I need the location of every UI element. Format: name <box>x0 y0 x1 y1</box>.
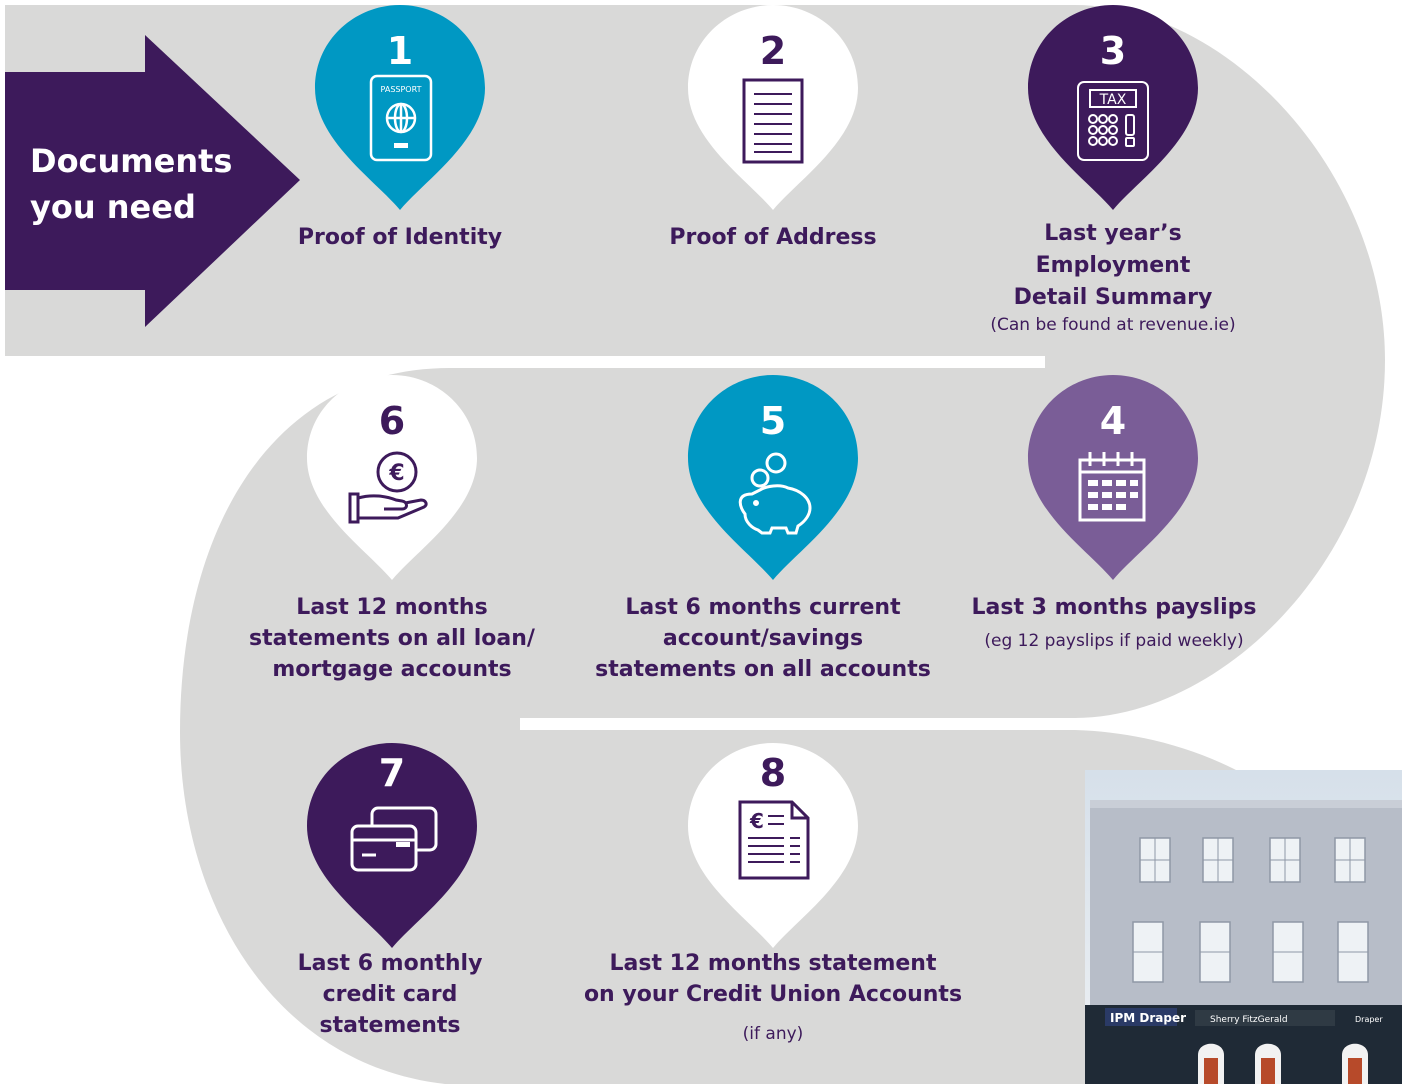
page-title-line-1: Documents <box>30 142 233 180</box>
pin-4 <box>1028 375 1198 580</box>
step-label-7-line-3: statements <box>319 1013 461 1038</box>
euro-statement-icon <box>738 800 810 880</box>
step-number-3: 3 <box>1099 29 1127 73</box>
step-label-4: Last 3 months payslips <box>971 595 1257 620</box>
step-number-5: 5 <box>759 399 787 443</box>
shop-sign-ipm-draper: IPM Draper <box>1110 1011 1186 1025</box>
step-number-8: 8 <box>759 751 787 795</box>
passport-icon-text: PASSPORT <box>381 85 422 94</box>
document-icon <box>742 78 804 164</box>
step-label-6: Last 12 months statements on all loan/ m… <box>222 592 562 685</box>
calendar-icon-grid <box>1088 480 1138 510</box>
step-label-6-line-2: statements on all loan/ <box>249 626 535 651</box>
step-label-3: Last year’s Employment Detail Summary <box>963 218 1263 314</box>
shop-sign-draper: Draper <box>1355 1015 1383 1024</box>
step-note-8: (if any) <box>742 1024 804 1044</box>
step-number-6: 6 <box>378 399 406 443</box>
step-label-7: Last 6 monthly credit card statements <box>240 948 540 1041</box>
step-number-7: 7 <box>378 751 406 795</box>
page-title-line-2: you need <box>30 188 196 226</box>
calendar-icon <box>1078 452 1146 522</box>
step-label-7-line-1: Last 6 monthly <box>297 951 483 976</box>
step-label-6-line-1: Last 12 months <box>296 595 488 620</box>
step-label-2: Proof of Address <box>669 225 877 250</box>
euro-coin-symbol: € <box>388 461 404 486</box>
step-number-1: 1 <box>386 29 414 73</box>
step-number-2: 2 <box>759 29 787 73</box>
shop-sign-sherry-fitzgerald: Sherry FitzGerald <box>1210 1015 1288 1025</box>
step-label-5-line-3: statements on all accounts <box>595 657 931 682</box>
pin-6 <box>307 375 477 580</box>
credit-cards-icon <box>350 806 438 872</box>
title-arrow <box>5 35 300 327</box>
step-label-3-line-2: Employment <box>1035 253 1191 278</box>
step-label-6-line-3: mortgage accounts <box>272 657 512 682</box>
step-label-5-line-1: Last 6 months current <box>625 595 901 620</box>
step-label-8-line-1: Last 12 months statement <box>609 951 937 976</box>
step-label-5: Last 6 months current account/savings st… <box>583 592 943 685</box>
building-photo <box>1085 770 1402 1084</box>
pin-5 <box>688 375 858 580</box>
step-label-8-line-2: on your Credit Union Accounts <box>583 982 963 1007</box>
tax-calculator-icon-text: TAX <box>1099 92 1127 108</box>
step-label-3-line-3: Detail Summary <box>1013 285 1213 310</box>
step-note-4: (eg 12 payslips if paid weekly) <box>984 631 1244 651</box>
passport-icon <box>369 74 433 162</box>
step-note-3: (Can be found at revenue.ie) <box>990 315 1236 335</box>
hand-euro-coin-icon <box>348 451 428 524</box>
step-label-3-line-1: Last year’s <box>1044 221 1182 246</box>
step-number-4: 4 <box>1099 399 1127 443</box>
step-label-7-line-2: credit card <box>322 982 458 1007</box>
step-label-5-line-2: account/savings <box>662 626 864 651</box>
piggy-bank-icon <box>738 452 812 535</box>
statement-euro-symbol: € <box>749 809 764 833</box>
tax-calculator-icon <box>1077 81 1149 161</box>
pin-2 <box>688 5 858 210</box>
page-title: Documents you need <box>30 138 232 230</box>
step-label-1: Proof of Identity <box>297 225 503 250</box>
step-label-8: Last 12 months statement on your Credit … <box>573 948 973 1010</box>
